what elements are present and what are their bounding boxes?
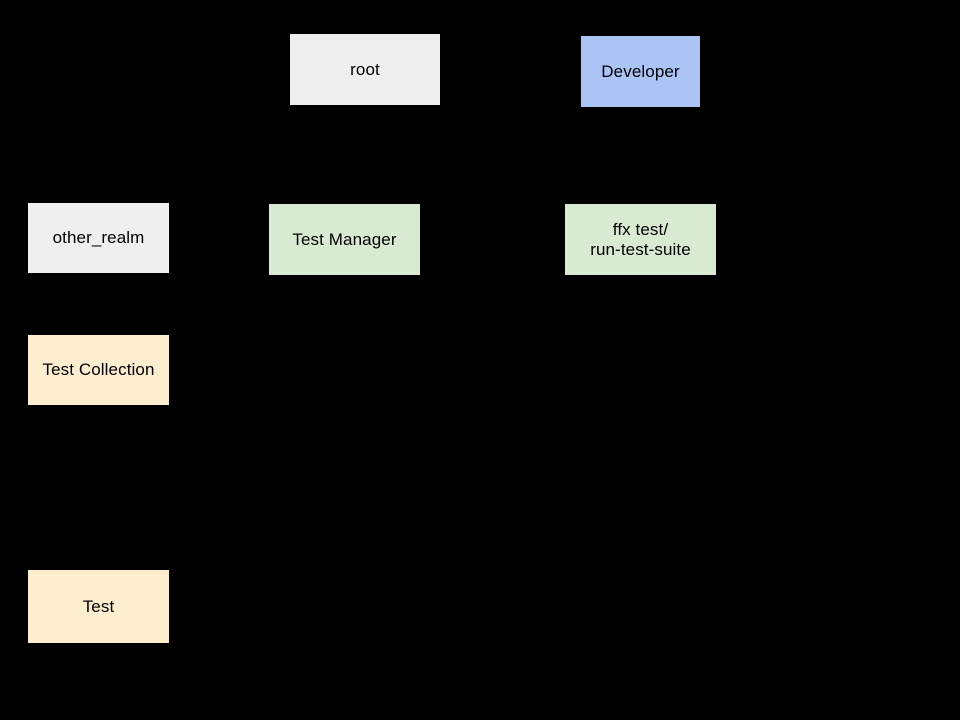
node-ffx-test-run-test-suite: ffx test/ run-test-suite <box>565 204 716 275</box>
node-test: Test <box>28 570 169 643</box>
node-label-developer: Developer <box>601 61 680 81</box>
node-label-test-collection: Test Collection <box>42 360 155 379</box>
node-root: root <box>290 34 440 105</box>
node-label-other-realm: other_realm <box>52 228 145 247</box>
node-label-root: root <box>350 59 380 79</box>
node-other-realm: other_realm <box>28 203 169 273</box>
node-label-test: Test <box>82 596 115 616</box>
node-label-test-manager: Test Manager <box>292 229 397 249</box>
node-test-manager: Test Manager <box>269 204 420 275</box>
node-test-collection: Test Collection <box>28 335 169 405</box>
node-label-ffx-test-run-test-suite: ffx test/ run-test-suite <box>590 219 691 259</box>
node-developer: Developer <box>581 36 700 107</box>
